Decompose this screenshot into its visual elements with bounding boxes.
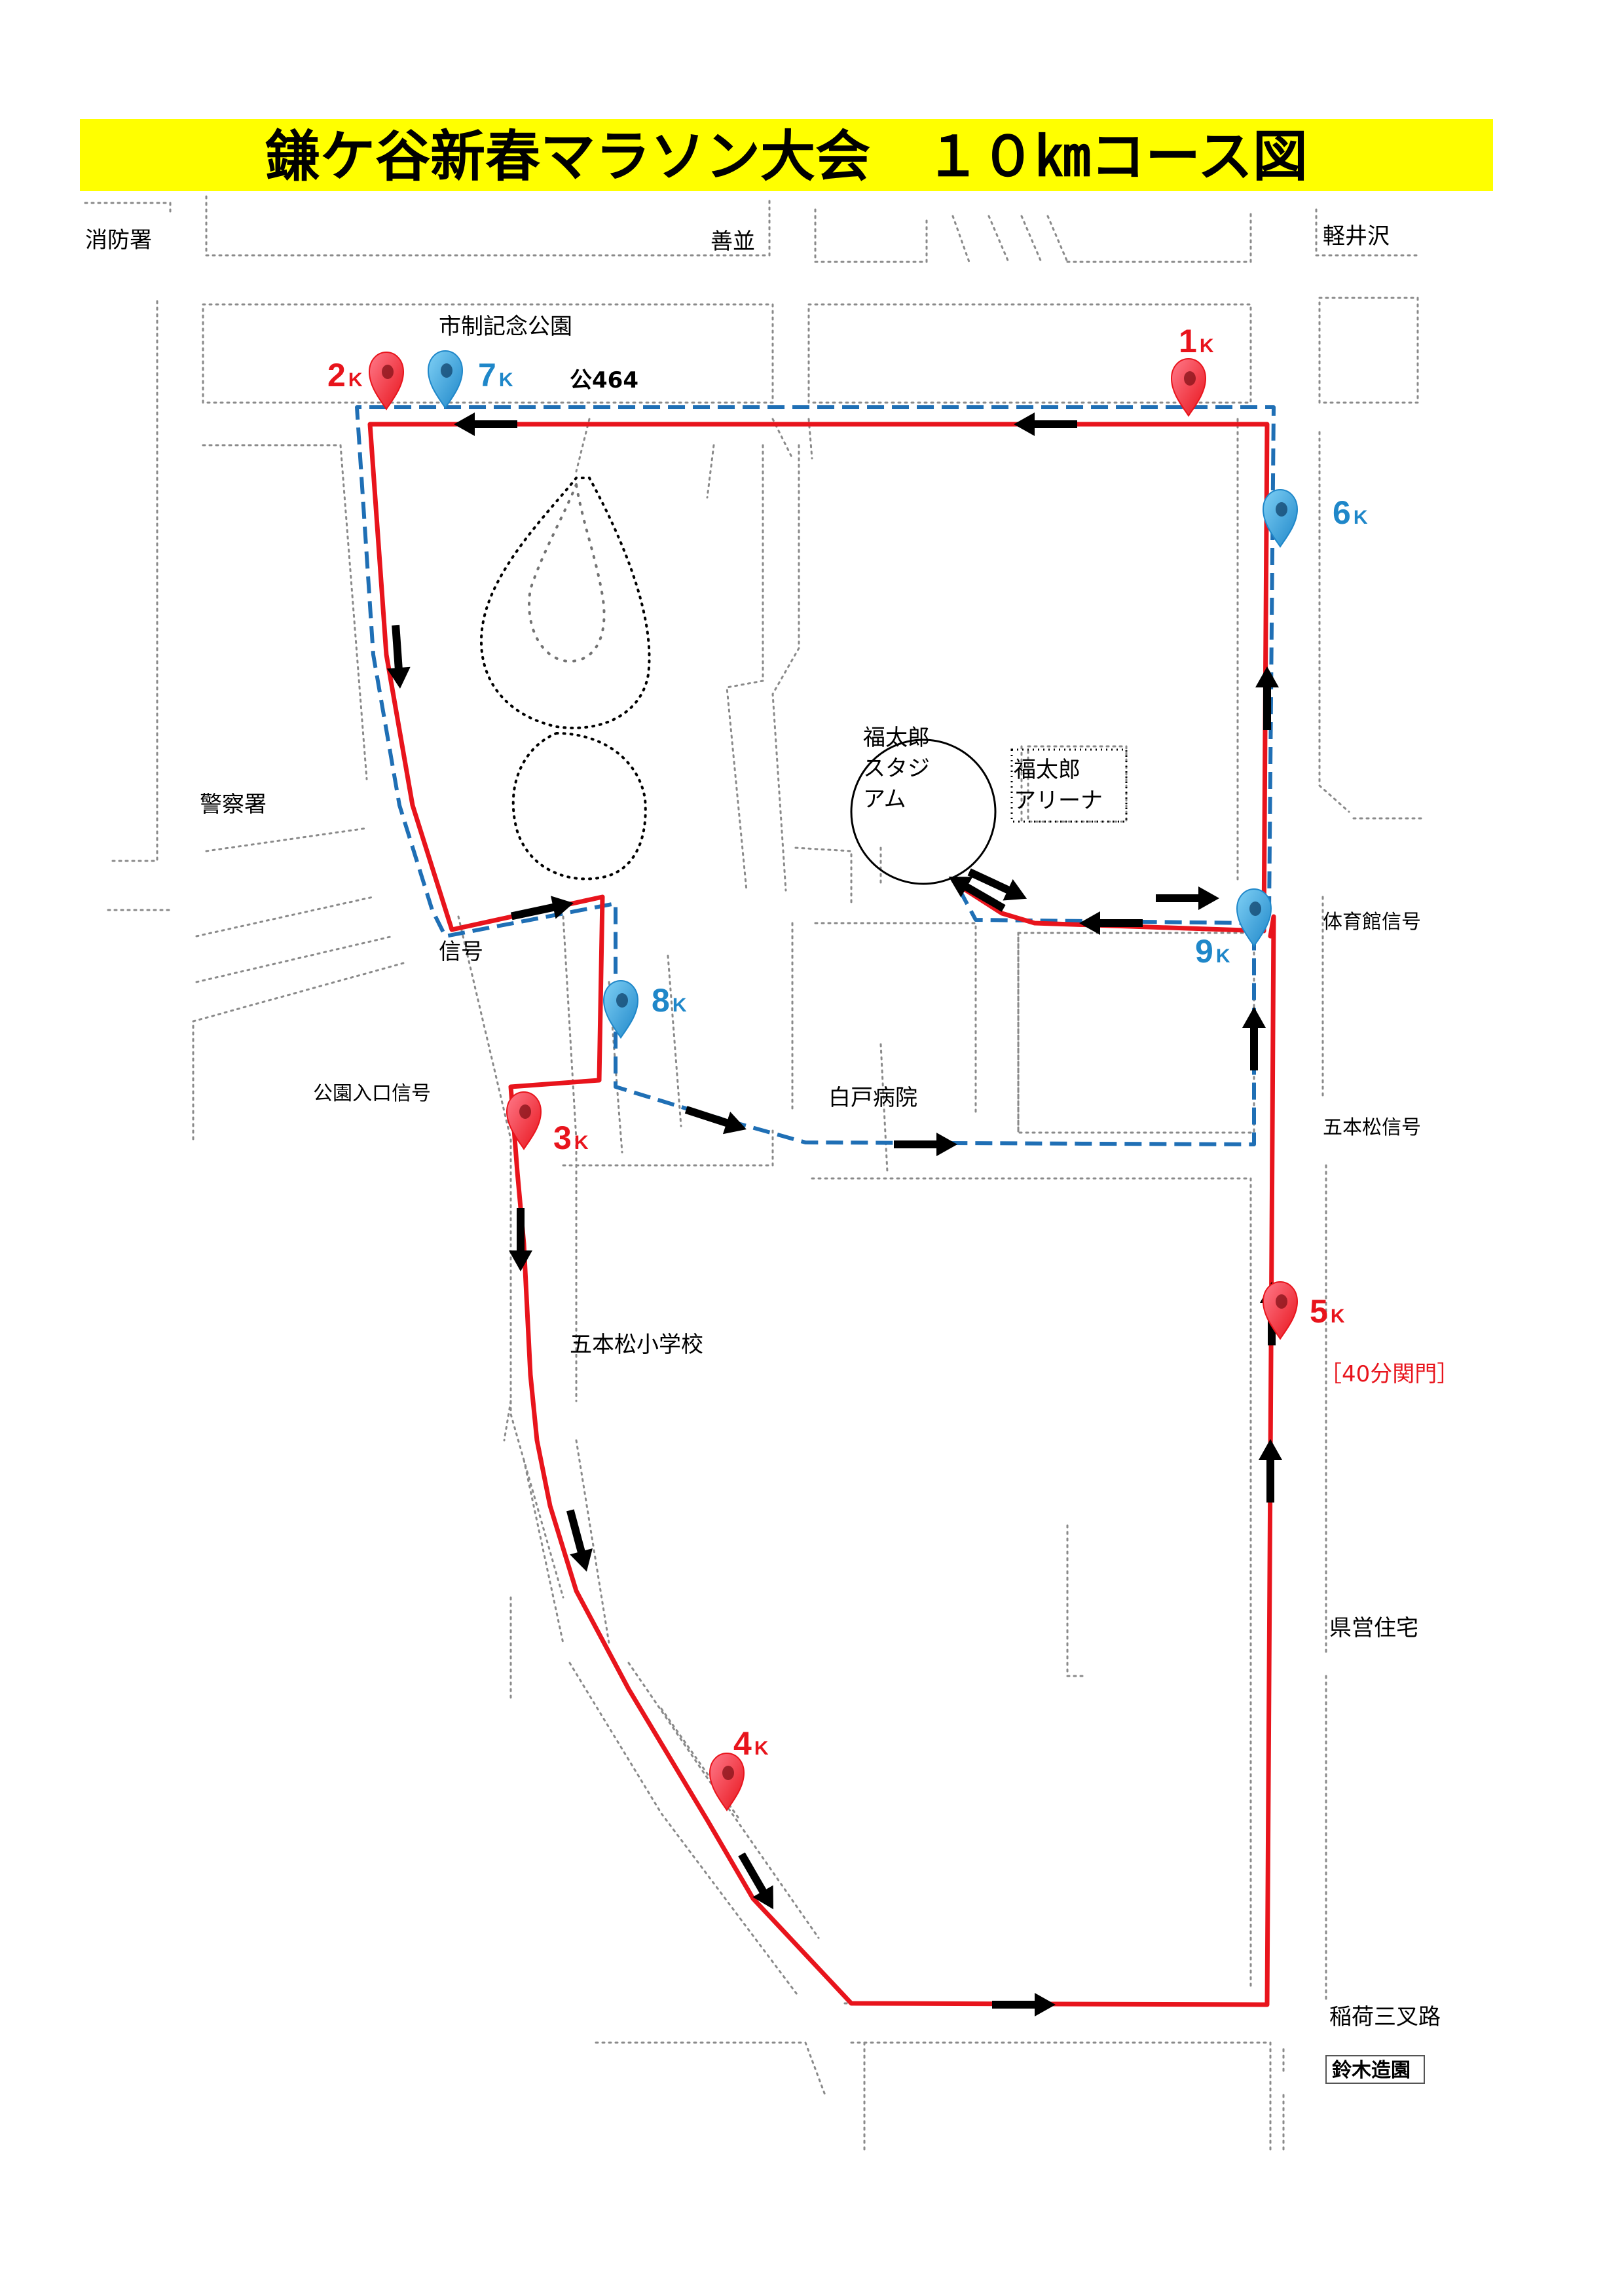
direction-arrow-icon (1259, 1439, 1282, 1503)
label-arena-2: アリーナ (1014, 788, 1103, 814)
direction-arrow-icon (948, 877, 1006, 912)
marker-2k-num: 2 (327, 357, 346, 393)
direction-arrow-icon (738, 1852, 773, 1910)
label-stadium-1: 福太郎 (863, 725, 930, 751)
marker-8k-pin (602, 979, 639, 1039)
direction-arrow-icon (510, 896, 574, 920)
marker-9k-pin (1236, 888, 1272, 947)
direction-arrows (386, 412, 1283, 2016)
marker-1k-unit: K (1200, 335, 1214, 357)
cutoff-note: ［40分関門］ (1320, 1361, 1459, 1387)
marker-4k-num: 4 (733, 1725, 752, 1762)
marker-5k-pin (1262, 1281, 1299, 1340)
label-stadium-2: スタジ (863, 756, 930, 782)
marker-4k-unit: K (754, 1738, 769, 1759)
marker-7k-unit: K (499, 369, 513, 391)
marker-3k-pin (506, 1091, 542, 1150)
marker-5k-unit: K (1331, 1305, 1345, 1327)
label-prefectural-housing: 県営住宅 (1329, 1615, 1418, 1641)
direction-arrow-icon (454, 412, 517, 436)
stadium-outline (850, 738, 997, 885)
marker-8k-num: 8 (652, 982, 670, 1019)
label-fire-station: 消防署 (85, 227, 152, 253)
suzuki-nursery-box (1325, 2055, 1425, 2084)
marker-1k-num: 1 (1179, 323, 1197, 359)
course-route-red (367, 422, 1276, 2007)
marker-5k-num: 5 (1310, 1293, 1328, 1330)
label-suzuki-nursery: 鈴木造園 (1332, 2059, 1411, 2082)
marker-1k-pin (1170, 357, 1207, 417)
label-gohonmatsu-school: 五本松小学校 (570, 1332, 703, 1358)
street-grid (84, 195, 1422, 2155)
label-gohonmatsu-signal: 五本松信号 (1323, 1116, 1421, 1139)
label-stadium-3: アム (863, 786, 906, 812)
direction-arrow-icon (992, 1993, 1056, 2016)
direction-arrow-icon (386, 625, 411, 689)
label-inari-junction: 稲荷三叉路 (1329, 2004, 1441, 2030)
direction-arrow-icon (509, 1208, 532, 1271)
marker-3k-num: 3 (553, 1120, 572, 1156)
label-shirato-hospital: 白戸病院 (828, 1085, 917, 1111)
marker-3k-unit: K (574, 1132, 589, 1154)
marker-2k-pin (368, 351, 405, 410)
direction-arrow-icon (1255, 666, 1279, 730)
direction-arrow-icon (684, 1106, 747, 1135)
marker-8k-unit: K (673, 994, 687, 1016)
marker-7k-pin (427, 350, 464, 409)
label-karuizawa: 軽井沢 (1323, 223, 1390, 249)
marker-9k-num: 9 (1195, 933, 1213, 970)
marker-2k-unit: K (348, 369, 363, 391)
label-signal: 信号 (439, 939, 483, 965)
page-title: 鎌ケ谷新春マラソン大会 １０㎞コース図 (265, 124, 1308, 189)
marker-6k-unit: K (1354, 507, 1368, 528)
course-route-blue (355, 405, 1276, 1146)
label-zennami: 善並 (710, 228, 755, 255)
title-banner (80, 119, 1493, 191)
direction-arrow-icon (894, 1133, 957, 1156)
marker-9k-unit: K (1216, 945, 1230, 967)
label-police: 警察署 (200, 792, 267, 818)
label-gym-signal: 体育館信号 (1323, 911, 1421, 934)
marker-4k-pin (709, 1752, 745, 1812)
marker-7k-num: 7 (478, 357, 496, 393)
direction-arrow-icon (566, 1509, 593, 1572)
marker-6k-pin (1262, 488, 1299, 548)
label-city-park: 市制記念公園 (439, 314, 572, 340)
label-arena-1: 福太郎 (1014, 757, 1080, 783)
label-road-464: 公464 (570, 367, 638, 393)
direction-arrow-icon (967, 868, 1027, 901)
place-labels: 消防署 善並 軽井沢 市制記念公園 公464 警察署 福太郎 スタジ アム 福太… (85, 223, 1459, 2084)
label-park-entrance-signal: 公園入口信号 (313, 1082, 431, 1105)
direction-arrow-icon (1156, 886, 1219, 910)
park-ponds (480, 477, 651, 881)
direction-arrow-icon (1014, 412, 1077, 436)
direction-arrow-icon (1242, 1007, 1266, 1070)
direction-arrow-icon (1079, 911, 1143, 935)
marker-6k-num: 6 (1333, 494, 1351, 531)
